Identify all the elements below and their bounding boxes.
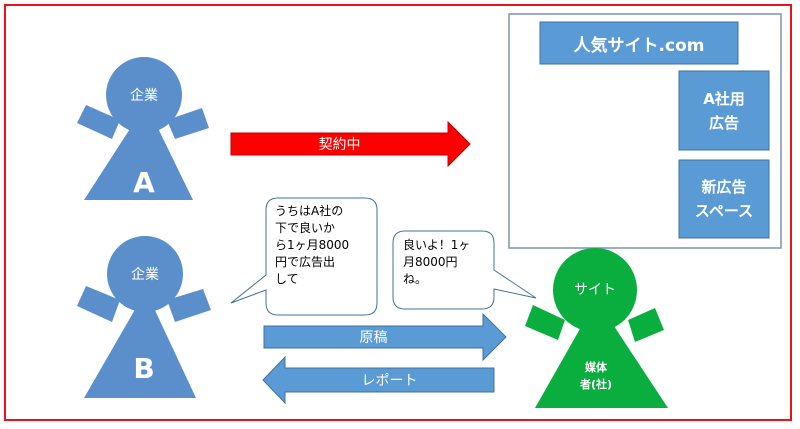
company-b-head-label: 企業	[131, 267, 159, 283]
ad-slot-a-box	[678, 70, 770, 151]
company-a-head-label: 企業	[130, 88, 158, 104]
media-speech-text: 良いよ！1ヶ 月8000円 ね。	[403, 238, 471, 286]
company-a-figure	[77, 57, 209, 200]
company-b-letter: B	[133, 351, 155, 385]
ad-slot-new-box	[678, 159, 770, 239]
media-speech-bubble	[392, 230, 537, 310]
site-title-box	[539, 21, 739, 65]
media-body-label: 媒体 者(社)	[579, 361, 613, 391]
manuscript-arrow-label: 原稿	[359, 330, 388, 346]
manuscript-arrow	[263, 312, 507, 362]
company-b-speech-bubble	[230, 197, 378, 316]
diagram-frame	[4, 4, 792, 421]
media-head-label: サイト	[574, 282, 616, 298]
company-b-speech-text: うちはA社の 下で良いか ら1ヶ月8000 円で広告出 して	[275, 204, 350, 286]
contract-arrow	[230, 120, 471, 168]
report-arrow-label: レポート	[361, 373, 418, 389]
site-title: 人気サイト.com	[573, 35, 705, 56]
company-b-figure	[77, 236, 211, 398]
report-arrow	[262, 355, 495, 405]
ad-slot-a-label: A社用 広告	[703, 89, 745, 132]
media-figure	[525, 248, 668, 408]
ad-slot-new-label: 新広告 スペース	[694, 178, 754, 220]
contract-arrow-label: 契約中	[318, 137, 361, 153]
company-a-letter: A	[133, 165, 155, 199]
